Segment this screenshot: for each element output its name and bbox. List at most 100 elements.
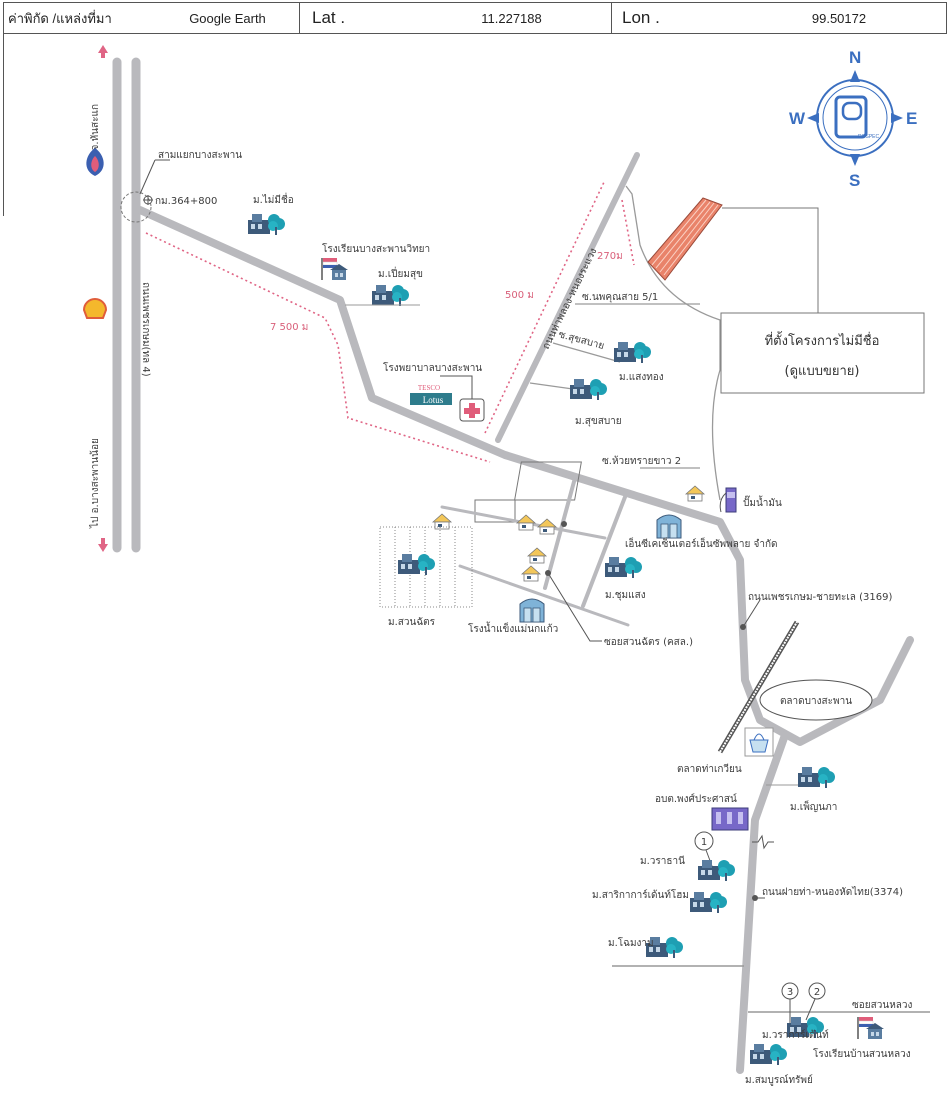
label-chumsaeng: ม.ชุมแสง [605, 590, 646, 601]
svg-text:1: 1 [701, 837, 707, 848]
label-ice-factory: โรงน้ำแข็งแม่นกแก้ว [468, 621, 558, 635]
highway-label: ถนนเพชรเกษม(ทล 4) [140, 282, 151, 377]
label-pianmsuk: ม.เปี่ยมสุข [378, 266, 423, 280]
label-waratani: ม.วราธานี [640, 855, 685, 867]
compass-rose: ROSPEC [807, 70, 903, 166]
label-soi-napkunsai: ซ.นพคุณสาย 5/1 [582, 292, 658, 303]
distance-line-side [484, 179, 606, 434]
soi-suanchat-road [543, 476, 577, 590]
svg-text:3: 3 [787, 987, 793, 998]
house-icon-huaisai [685, 485, 705, 502]
label-soi-suanchat: ซอยสวนฉัตร (คสล.) [604, 637, 693, 648]
junction-name: สามแยกบางสะพาน [158, 150, 242, 161]
label-market-bangsaphan: ตลาดบางสะพาน [780, 696, 852, 707]
village-icon-waratani [698, 860, 735, 881]
source-value: Google Earth [152, 3, 300, 33]
distance-line-main [145, 232, 491, 463]
label-soi-huaisai: ซ.ห้วยทรายขาว 2 [602, 455, 681, 467]
junction-marker [120, 159, 170, 223]
house-icon-5 [521, 565, 541, 582]
label-sarika: ม.สาริกาการ์เด้นท์โฮม [592, 888, 689, 901]
distance-side: 500 ม [505, 290, 534, 301]
distance-site: 270ม [597, 251, 623, 262]
label-chomngam: ม.โฉมงาม [608, 936, 654, 949]
lat-value: 11.227188 [412, 3, 612, 33]
label-sombunsap: ม.สมบูรณ์ทรัพย์ [745, 1074, 813, 1086]
svg-text:Lotus: Lotus [423, 395, 444, 405]
source-label: ค่าพิกัด /แหล่งที่มา [8, 10, 112, 26]
highway-north-direction: ไป จ.หันสะแก [89, 104, 101, 166]
compass-n: N [849, 48, 861, 67]
label-gas-station: ปั๊มน้ำมัน [743, 495, 782, 509]
village-icon-sukhsabai [570, 379, 607, 400]
compass-logo-text: ROSPEC [858, 134, 880, 140]
soi-sukhsabai-line [552, 342, 621, 363]
village-icon-phenyupha [798, 767, 835, 788]
highway-south-direction: ไป อ.บางสะพานน้อย [89, 438, 101, 529]
coordinates-header: ค่าพิกัด /แหล่งที่มา Google Earth Lat . … [3, 2, 947, 34]
label-soi-sukhsabai: ซ.สุขสบาย [557, 329, 605, 352]
ice-factory-icon [519, 598, 545, 623]
marker-2: 2 [805, 982, 826, 1021]
lon-value: 99.50172 [811, 10, 867, 26]
road-3169-pointer [740, 599, 761, 630]
label-school-suanluang: โรงเรียนบ้านสวนหลวง [813, 1047, 911, 1060]
label-school-bangsaphan: โรงเรียนบางสะพานวิทยา [322, 242, 430, 255]
frame-border [3, 34, 4, 216]
soi-line-2 [458, 564, 630, 627]
project-title: ที่ตั้งโครงการไม่มีชื่อ [765, 331, 880, 349]
site-access-road [625, 185, 721, 501]
shell-logo-icon [82, 298, 108, 319]
distance-line-site [621, 199, 635, 266]
label-road-3374: ถนนฝายท่า-หนองหัดไทย(3374) [762, 886, 903, 898]
house-icon-4 [527, 547, 547, 564]
project-site [647, 197, 819, 313]
main-road [136, 206, 914, 746]
soi-suanchat-pointer [545, 521, 602, 642]
road-3374 [736, 731, 789, 1074]
road-3374-pointer [752, 895, 765, 901]
label-market-thakwian: ตลาดท่าเกวียน [677, 763, 742, 775]
market-bangsaphan-ellipse [759, 679, 873, 721]
distance-main: 7 500 ม [270, 322, 308, 333]
company-icon [656, 514, 682, 539]
label-sukhsabai: ม.สุขสบาย [575, 416, 622, 427]
soi-chumsaeng-road [581, 495, 627, 608]
tesco-lotus-logo: TESCO Lotus [410, 384, 452, 405]
compass-s: S [849, 171, 860, 190]
village-icon-suanchat [398, 554, 435, 575]
road-break-symbol [752, 834, 774, 850]
shopping-bag-icon [744, 727, 774, 757]
label-hospital: โรงพยาบาลบางสะพาน [383, 361, 482, 374]
svg-text:TESCO: TESCO [418, 384, 440, 392]
lot-blocks [474, 461, 582, 523]
house-icon-3 [537, 518, 557, 535]
side-road-north [495, 152, 640, 443]
village-icon-mainichue [248, 214, 285, 235]
label-wara-garden: ม.วราการ์เด้นท์ [762, 1029, 829, 1041]
project-callout-box: ที่ตั้งโครงการไม่มีชื่อ (ดูแบบขยาย) [720, 312, 925, 394]
arrow-north-icon [98, 45, 108, 58]
lon-label: Lon . [622, 8, 660, 27]
obt-building-icon [711, 807, 749, 831]
house-icon-2 [516, 514, 536, 531]
label-saengthong: ม.แสงทอง [619, 372, 664, 383]
project-subtitle: (ดูแบบขยาย) [785, 364, 860, 379]
label-obt: อบต.พงศ์ประศาสน์ [655, 793, 737, 805]
school-icon-suanluang [857, 1016, 885, 1040]
railway [717, 620, 800, 754]
ptt-logo-icon [86, 148, 104, 176]
village-icon-sarika [690, 892, 727, 913]
label-soi-suanluang: ซอยสวนหลวง [852, 1000, 913, 1011]
marker-3: 3 [781, 982, 799, 1025]
hospital-icon [440, 375, 485, 422]
label-suanchat: ม.สวนฉัตร [388, 617, 436, 628]
label-mainichue: ม.ไม่มีชื่อ [253, 192, 294, 206]
highway-4 [112, 57, 141, 553]
school-icon-bangsaphan [321, 257, 349, 281]
label-company: เอ็นซีเคเซ็นเตอร์เอ็นซัพพลาย จำกัด [625, 536, 778, 550]
svg-text:2: 2 [814, 987, 820, 998]
village-icon-saengthong [614, 342, 651, 363]
house-icon-1 [432, 513, 452, 530]
